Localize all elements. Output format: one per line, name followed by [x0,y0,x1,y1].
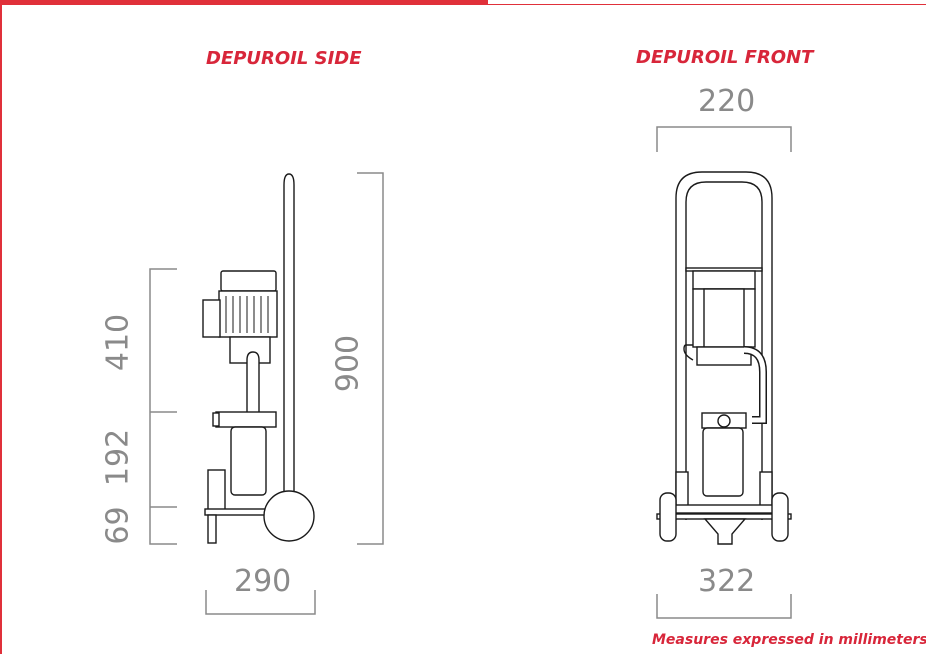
front-motor-core [703,288,745,348]
side-foot [207,514,217,544]
side-motor-height-label: 410 [100,313,136,372]
side-motor-cap [220,270,277,292]
side-height-bracket [357,172,384,545]
front-wheel-right [771,492,789,542]
side-terminal-box [202,299,221,338]
front-drain [703,518,747,545]
front-motor-cap [692,270,756,290]
front-top-width-label: 220 [698,84,756,119]
side-handle-tube [283,173,295,501]
side-filter-head [215,411,277,428]
front-filter-gauge [717,414,731,428]
frame-left-border [0,0,2,654]
side-stack-bracket [149,268,177,545]
side-filter-height-label: 192 [100,428,136,487]
side-base-block [207,469,226,511]
front-handle-outer [675,171,773,520]
front-bottom-width-bracket [656,594,792,619]
front-view-title: DEPUROIL FRONT [636,47,814,68]
side-filter-knob [212,412,220,427]
front-motor-flange [696,346,752,366]
side-view-title: DEPUROIL SIDE [206,48,362,69]
side-height-label: 900 [330,334,366,393]
side-width-bracket [205,590,316,615]
units-note: Measures expressed in millimeters [652,632,926,648]
frame-top-line [488,4,926,5]
front-handle-inner [685,181,763,520]
dimension-brackets [149,126,792,619]
front-pipe-right-inner [743,347,766,423]
front-pipe-left [683,344,694,361]
front-filter-bowl [702,427,744,497]
front-wheel-left [659,492,677,542]
side-view-drawing [202,173,315,544]
side-base-height-label: 69 [100,506,136,545]
side-base-plate [204,508,269,516]
front-bottom-width-label: 322 [698,564,756,599]
front-view-drawing [656,171,792,545]
front-axle-frame [669,504,779,514]
front-axle [656,513,792,520]
frame-top-accent [0,0,488,5]
side-width-label: 290 [234,564,292,599]
front-top-width-bracket [656,126,792,152]
side-wheel [263,490,315,542]
side-pipe [246,351,260,426]
side-filter-bowl [230,426,267,496]
side-motor-fins [225,296,269,333]
